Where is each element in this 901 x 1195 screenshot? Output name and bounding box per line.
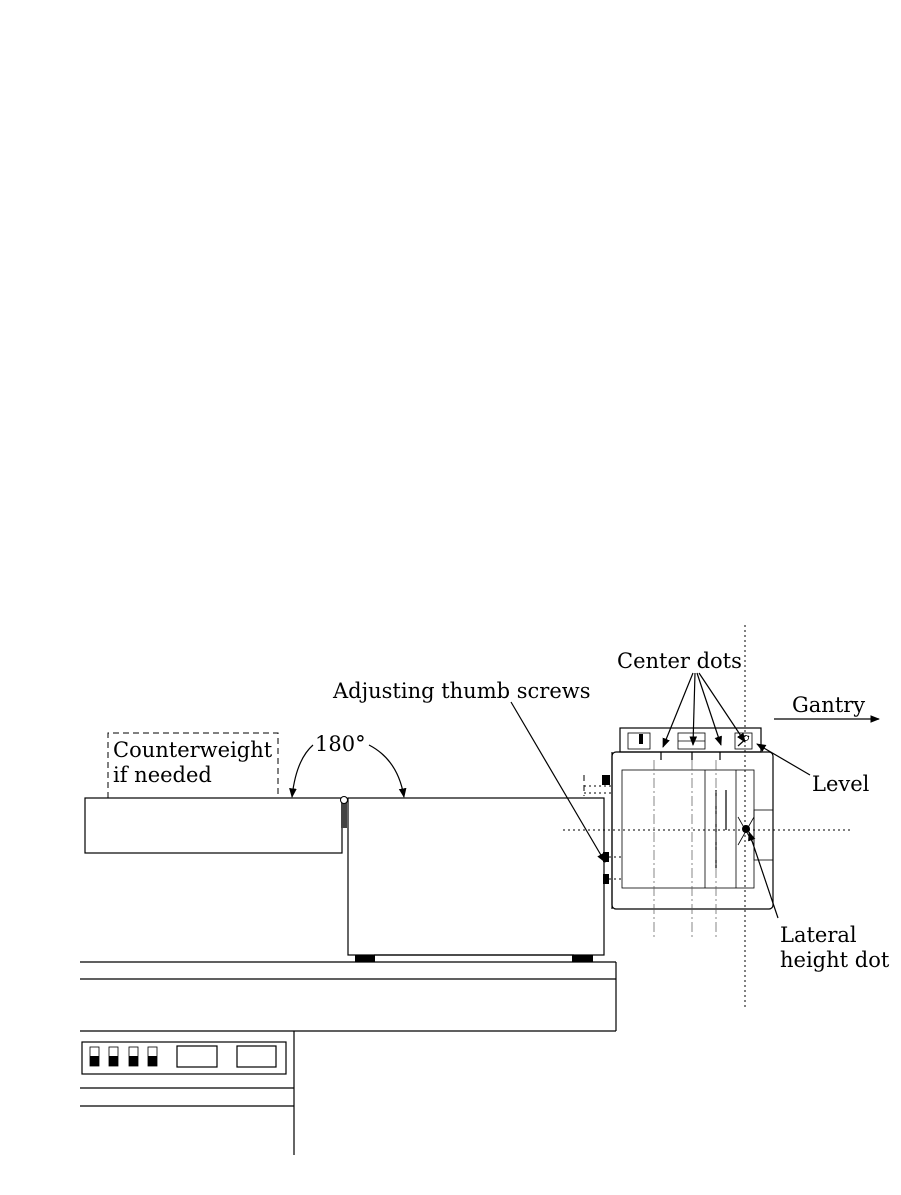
couch-table — [80, 961, 617, 1155]
lateral-leader — [748, 831, 779, 919]
center-lines — [563, 625, 853, 1010]
level-leader — [756, 743, 811, 776]
thumb-screws-leader — [510, 701, 606, 863]
counterweight-label-line2: if needed — [113, 763, 212, 787]
center-dot-marks — [660, 752, 721, 760]
gantry-label: Gantry — [792, 693, 865, 717]
counterweight-outline — [107, 732, 279, 798]
display-window — [236, 1045, 277, 1068]
main-body — [347, 797, 605, 962]
hinge — [340, 796, 348, 828]
lateral-label-line1: Lateral — [780, 923, 857, 947]
angle-label: 180° — [315, 732, 366, 756]
switch-icon — [147, 1046, 158, 1067]
level-label: Level — [812, 772, 870, 796]
display-window — [176, 1045, 218, 1068]
thumb-screws — [583, 775, 622, 884]
switch-icon — [128, 1046, 139, 1067]
center-dots-label: Center dots — [617, 649, 742, 673]
lateral-label-line2: height dot — [780, 948, 890, 972]
angle-arrow-right — [368, 744, 407, 798]
head-top-panel — [619, 727, 762, 753]
counterweight-label-line1: Counterweight — [113, 738, 273, 762]
control-panel — [80, 1041, 294, 1107]
angle-arrow-left — [289, 744, 314, 798]
left-board — [84, 797, 343, 854]
center-dots-leaders — [662, 672, 746, 748]
switch-icon — [89, 1046, 100, 1067]
thumb-screws-label: Adjusting thumb screws — [332, 679, 591, 703]
switch-icon — [108, 1046, 119, 1067]
